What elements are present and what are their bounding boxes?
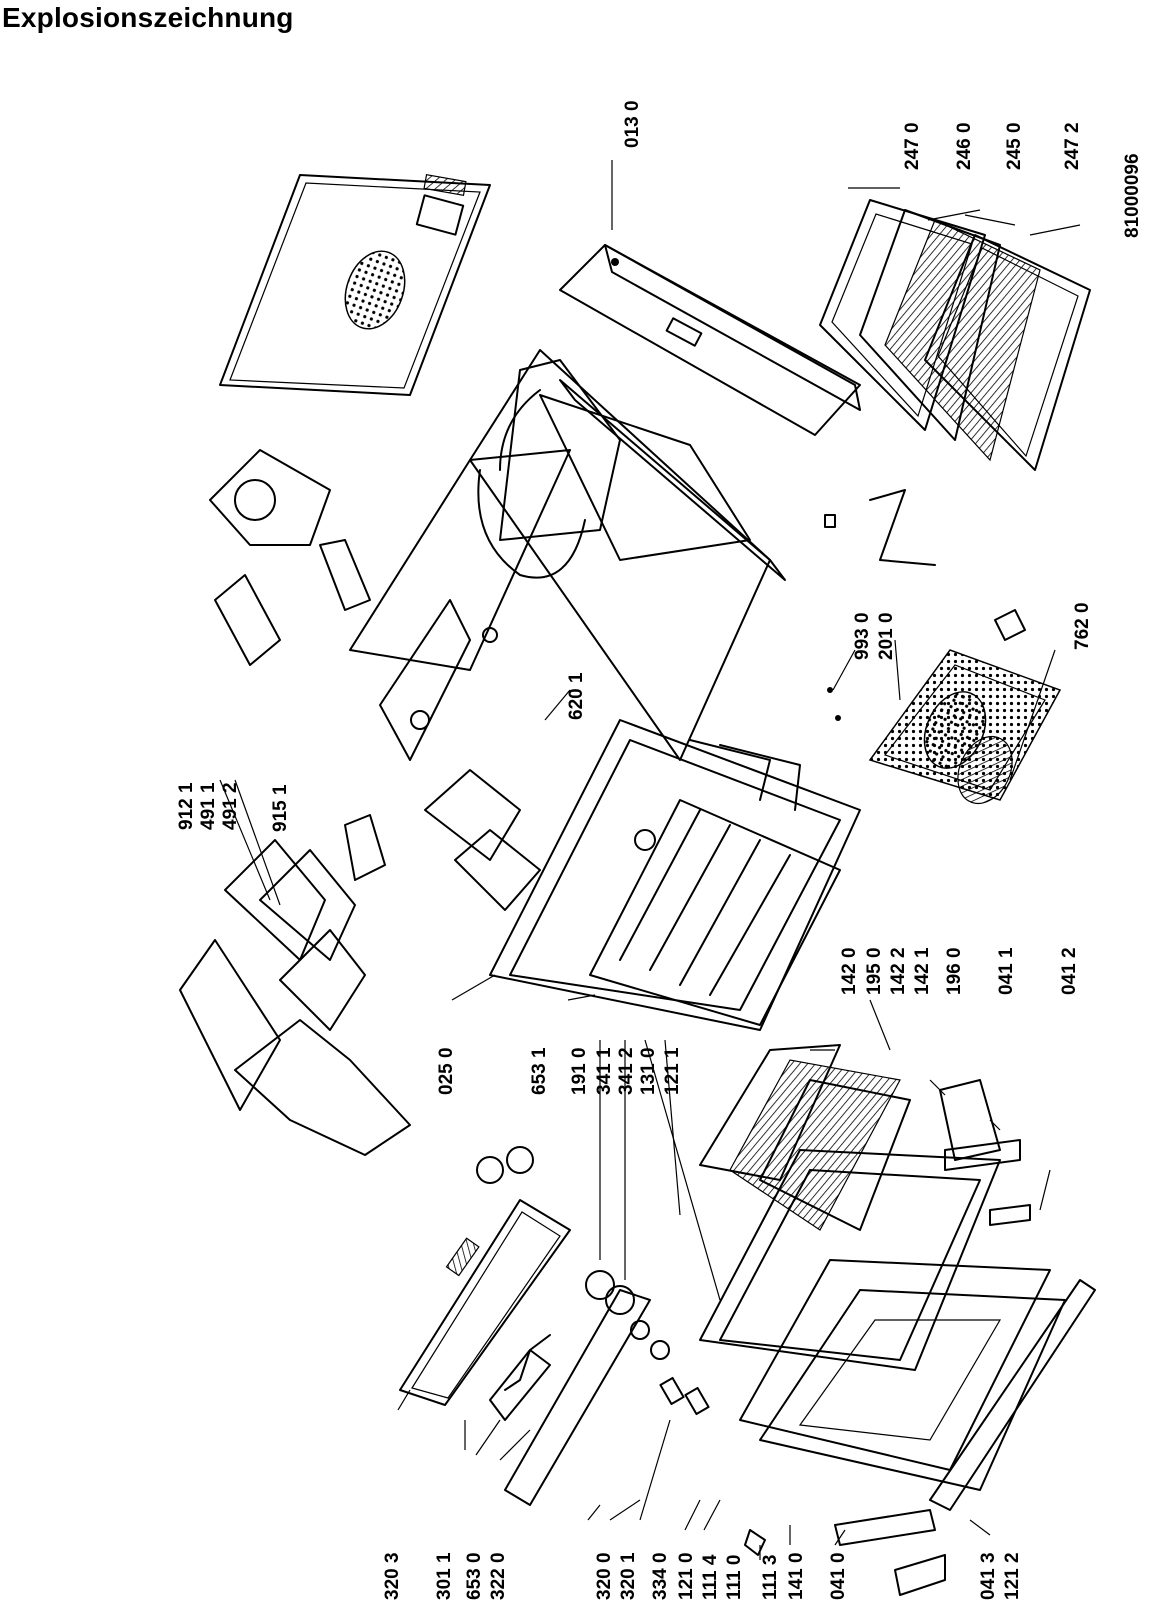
back-plate <box>559 244 861 436</box>
oven-housing <box>349 349 786 761</box>
label-142-0: 142 0 <box>839 947 860 995</box>
label-247-0: 247 0 <box>902 122 923 170</box>
label-245-0: 245 0 <box>1004 122 1025 170</box>
label-111-3: 111 3 <box>760 1555 781 1600</box>
baking-tray-stack <box>819 199 1091 471</box>
label-341-1: 341 1 <box>594 1047 615 1095</box>
label-025-0: 025 0 <box>436 1047 457 1095</box>
label-141-0: 141 0 <box>786 1552 807 1600</box>
label-620-1: 620 1 <box>566 672 587 720</box>
control-panel <box>234 1019 710 1506</box>
fan-housing-parts <box>209 449 541 911</box>
label-041-2: 041 2 <box>1059 947 1080 995</box>
label-762-0: 762 0 <box>1072 602 1093 650</box>
label-111-4: 111 4 <box>700 1554 721 1600</box>
label-993-0: 993 0 <box>852 612 873 660</box>
label-491-1: 491 1 <box>198 782 219 830</box>
label-013-0: 013 0 <box>622 100 643 148</box>
label-334-0: 334 0 <box>650 1552 671 1600</box>
label-111-0: 111 0 <box>724 1555 745 1600</box>
label-121-1: 121 1 <box>662 1047 683 1095</box>
label-320-0: 320 0 <box>594 1552 615 1600</box>
label-247-2: 247 2 <box>1062 122 1083 170</box>
oven-cavity <box>489 719 861 1031</box>
top-cover-panel <box>219 173 491 396</box>
label-653-0: 653 0 <box>464 1552 485 1600</box>
label-191-0: 191 0 <box>569 1047 590 1095</box>
label-121-0: 121 0 <box>676 1552 697 1600</box>
label-301-1: 301 1 <box>434 1552 455 1600</box>
drawing-number: 81000096 <box>1122 153 1143 238</box>
label-912-1: 912 1 <box>176 782 197 830</box>
label-322-0: 322 0 <box>488 1552 509 1600</box>
part-labels: 013 0 247 0 246 0 245 0 247 2 993 0 201 … <box>176 100 1143 1600</box>
label-121-2: 121 2 <box>1002 1552 1023 1600</box>
label-491-2: 491 2 <box>220 782 241 830</box>
label-915-1: 915 1 <box>270 784 291 832</box>
label-246-0: 246 0 <box>954 122 975 170</box>
page-title: Explosionszeichnung <box>2 2 294 33</box>
label-653-1: 653 1 <box>529 1047 550 1095</box>
label-041-3: 041 3 <box>978 1552 999 1600</box>
label-201-0: 201 0 <box>876 612 897 660</box>
label-142-2: 142 2 <box>888 947 909 995</box>
label-131-0: 131 0 <box>638 1047 659 1095</box>
control-housing-parts <box>179 814 386 1111</box>
label-341-2: 341 2 <box>616 1047 637 1095</box>
label-142-1: 142 1 <box>912 947 933 995</box>
label-195-0: 195 0 <box>864 947 885 995</box>
label-196-0: 196 0 <box>944 947 965 995</box>
door-assembly <box>699 1044 1096 1596</box>
label-041-1: 041 1 <box>996 947 1017 995</box>
label-320-3: 320 3 <box>382 1552 403 1600</box>
fan-cover <box>824 489 1062 805</box>
label-320-1: 320 1 <box>618 1552 639 1600</box>
label-041-0: 041 0 <box>828 1552 849 1600</box>
leader-lines <box>219 160 1081 1560</box>
